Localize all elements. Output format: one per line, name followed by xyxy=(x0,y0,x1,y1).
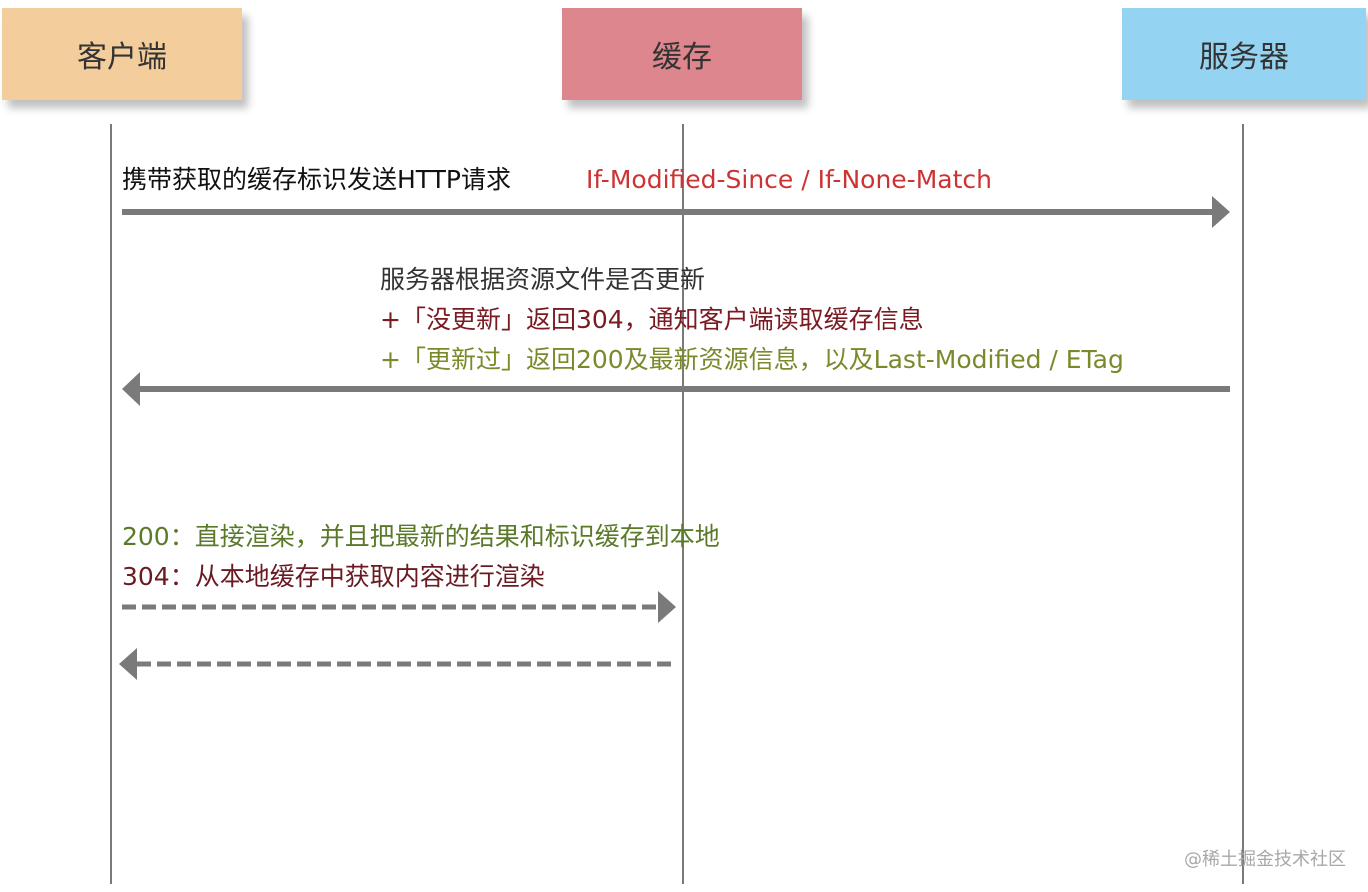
result-label-block: 200：直接渲染，并且把最新的结果和标识缓存到本地 304：从本地缓存中获取内容… xyxy=(122,517,720,597)
actor-server: 服务器 xyxy=(1122,8,1366,100)
actor-server-label: 服务器 xyxy=(1199,40,1289,75)
response-not-modified: +「没更新」返回304，通知客户端读取缓存信息 xyxy=(380,305,924,334)
result-200-label: 200：直接渲染，并且把最新的结果和标识缓存到本地 xyxy=(122,522,720,551)
cache-return-arrow-head xyxy=(119,648,137,680)
cache-return-arrow xyxy=(119,648,676,680)
actor-client: 客户端 xyxy=(2,8,242,100)
response-label-block: 服务器根据资源文件是否更新 +「没更新」返回304，通知客户端读取缓存信息 +「… xyxy=(380,260,1124,380)
request-arrow xyxy=(122,196,1230,228)
request-label: 携带获取的缓存标识发送HTTP请求 xyxy=(122,165,511,194)
watermark: @稀土掘金技术社区 xyxy=(1184,849,1346,870)
actor-client-label: 客户端 xyxy=(77,40,167,75)
response-title: 服务器根据资源文件是否更新 xyxy=(380,265,706,294)
response-arrow xyxy=(122,372,1230,406)
lifeline-cache xyxy=(682,124,684,884)
request-headers-label: If-Modified-Since / If-None-Match xyxy=(586,165,992,194)
response-modified: +「更新过」返回200及最新资源信息，以及Last-Modified / ETa… xyxy=(380,345,1124,374)
actor-cache-label: 缓存 xyxy=(652,40,712,75)
lifeline-client xyxy=(110,124,112,884)
store-or-read-arrow-head xyxy=(658,591,676,623)
response-arrow-head xyxy=(122,372,140,406)
store-or-read-arrow xyxy=(122,591,676,623)
result-304-label: 304：从本地缓存中获取内容进行渲染 xyxy=(122,562,545,591)
actor-cache: 缓存 xyxy=(562,8,802,100)
lifeline-server xyxy=(1242,124,1244,884)
request-arrow-head xyxy=(1212,196,1230,228)
